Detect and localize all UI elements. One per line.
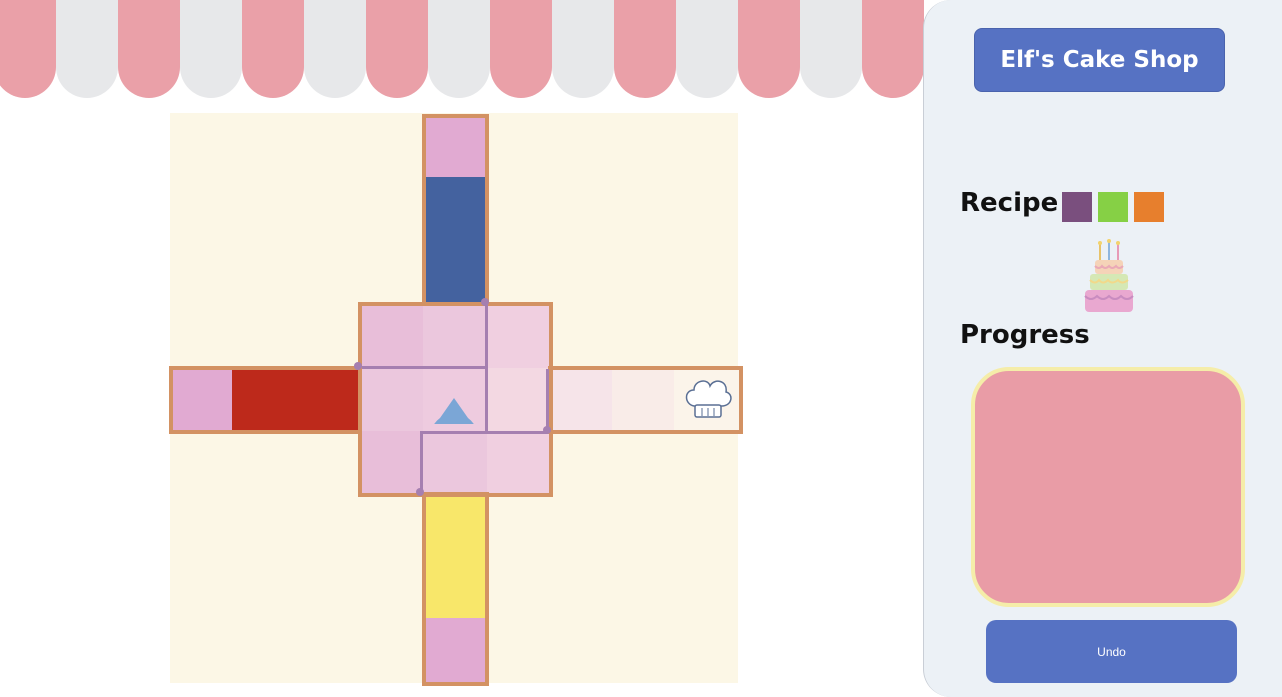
recipe-swatch-green bbox=[1098, 192, 1128, 222]
recipe-label: Recipe bbox=[960, 188, 1059, 218]
awning-stripe bbox=[614, 0, 676, 98]
tile-center[interactable] bbox=[423, 431, 487, 494]
tile-center[interactable] bbox=[361, 431, 423, 494]
recipe-swatch-purple bbox=[1062, 192, 1092, 222]
tile-yellow[interactable] bbox=[425, 495, 485, 558]
tile-yellow[interactable] bbox=[425, 558, 485, 618]
awning-stripe bbox=[676, 0, 738, 98]
awning-stripe bbox=[490, 0, 552, 98]
awning-stripe bbox=[242, 0, 304, 98]
tile-empty[interactable] bbox=[612, 369, 674, 431]
awning-stripe bbox=[552, 0, 614, 98]
progress-display bbox=[971, 367, 1245, 607]
awning-stripe bbox=[56, 0, 118, 98]
tile-pink[interactable] bbox=[172, 369, 232, 431]
awning-stripe bbox=[180, 0, 242, 98]
awning-stripe bbox=[304, 0, 366, 98]
tile-center[interactable] bbox=[487, 305, 550, 368]
tile-pink[interactable] bbox=[425, 618, 485, 683]
awning-stripe bbox=[0, 0, 56, 98]
tile-center[interactable] bbox=[487, 368, 550, 431]
undo-button[interactable]: Undo bbox=[986, 620, 1237, 683]
birthday-cake-icon bbox=[1084, 239, 1134, 312]
tile-center[interactable] bbox=[487, 431, 550, 494]
pacman-player-icon bbox=[434, 398, 474, 424]
awning-stripe bbox=[862, 0, 924, 98]
tile-red[interactable] bbox=[232, 369, 294, 431]
awning-stripe bbox=[118, 0, 180, 98]
tile-pink[interactable] bbox=[425, 117, 485, 177]
tile-blue[interactable] bbox=[425, 177, 485, 237]
recipe-swatch-orange bbox=[1134, 192, 1164, 222]
chef-hat-icon[interactable] bbox=[678, 372, 736, 424]
awning-stripe bbox=[738, 0, 800, 98]
tile-center[interactable] bbox=[423, 305, 487, 368]
awning-stripe bbox=[366, 0, 428, 98]
awning-stripe bbox=[800, 0, 862, 98]
tile-blue[interactable] bbox=[425, 237, 485, 305]
shop-title-button[interactable]: Elf's Cake Shop bbox=[974, 28, 1225, 92]
shop-awning bbox=[0, 0, 925, 100]
tile-center[interactable] bbox=[361, 368, 423, 431]
tile-center[interactable] bbox=[361, 305, 423, 368]
awning-stripe bbox=[428, 0, 490, 98]
progress-label: Progress bbox=[960, 320, 1090, 350]
tile-red[interactable] bbox=[294, 369, 360, 431]
side-panel: Elf's Cake Shop Recipe Progress Undo bbox=[923, 0, 1282, 697]
tile-empty[interactable] bbox=[550, 369, 612, 431]
